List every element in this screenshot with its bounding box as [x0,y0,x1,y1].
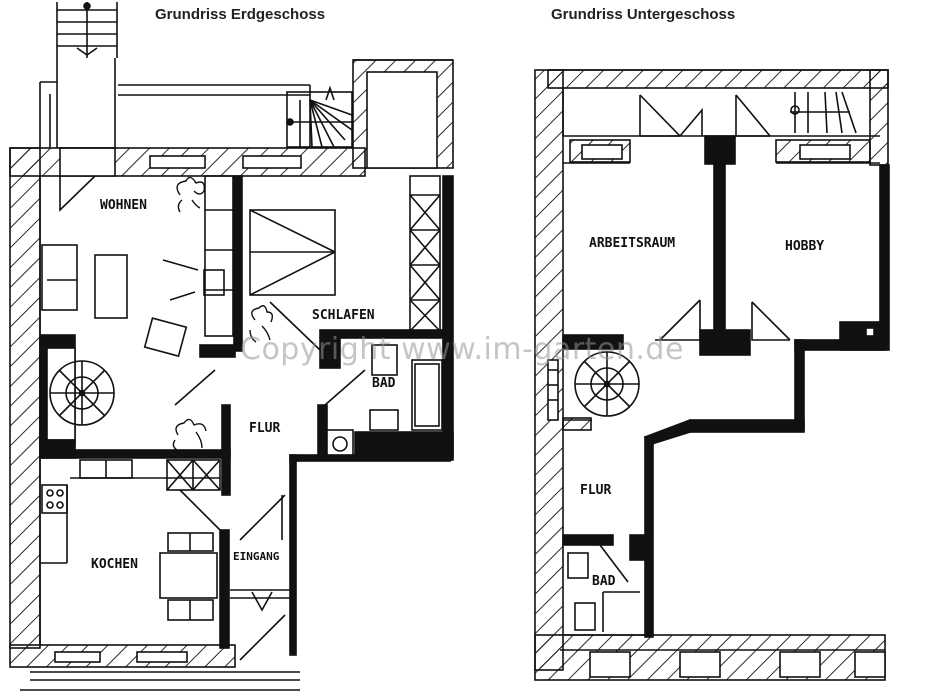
plan-erdgeschoss [9,2,454,691]
toilet-icon [369,409,399,431]
plant-icon [249,305,274,343]
title-erdgeschoss: Grundriss Erdgeschoss [155,6,326,23]
washbasin-icon [574,602,596,631]
room-label-kochen: KOCHEN [91,557,138,572]
plan-untergeschoss [534,69,890,681]
title-untergeschoss: Grundriss Untergeschoss [551,6,736,23]
sink-icon [79,459,133,479]
tv-icon [162,259,225,301]
stove-icon [41,484,68,514]
washbasin-icon [371,344,398,376]
plant-icon [172,418,207,451]
cabinet-crosses-icon [166,459,221,491]
room-label-bad-ug: BAD [592,574,616,589]
stair-top-left-icon [56,2,118,148]
bathtub-icon [411,359,443,431]
dining-table-icon [159,532,218,621]
room-label-flur-eg: FLUR [249,421,280,436]
room-label-bad-eg: BAD [372,376,396,391]
room-label-wohnen: WOHNEN [100,198,147,213]
bed-icon [249,209,336,296]
shelf-crosses-icon [409,194,441,332]
room-label-schlafen: SCHLAFEN [312,308,375,323]
spiral-stair-icon [574,351,640,417]
winding-stair-icon [286,85,353,148]
room-label-eingang: EINGANG [233,550,280,563]
plant-icon [176,176,206,213]
stair-basement-icon [790,91,857,134]
armchair-icon [143,317,188,358]
room-label-hobby: HOBBY [785,239,824,254]
sofa-icon [41,244,78,311]
spiral-stair-icon [49,360,115,426]
toilet-icon [567,552,589,579]
room-label-flur-ug: FLUR [580,483,611,498]
coffee-table-icon [94,254,128,319]
room-label-arbeitsraum: ARBEITSRAUM [589,236,675,251]
